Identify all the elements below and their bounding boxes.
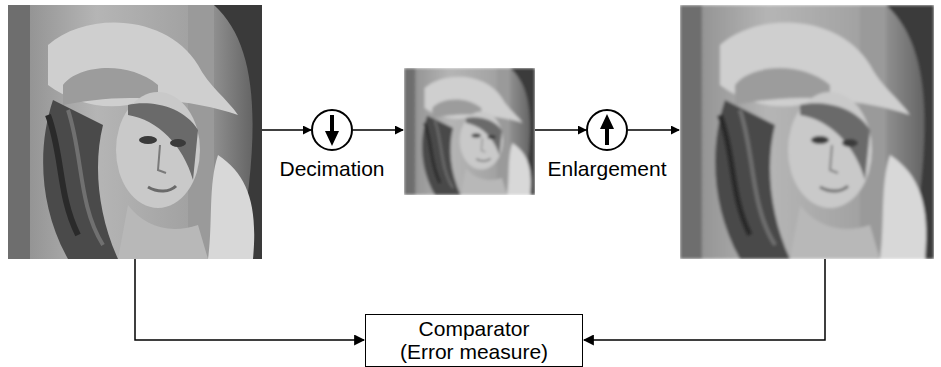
symbol-circle (312, 110, 352, 150)
symbol-circle (587, 110, 627, 150)
symbol-arrowhead (600, 114, 614, 129)
enlarged-image (680, 5, 934, 259)
feedback-wire (135, 259, 364, 340)
flow-arrow (353, 129, 403, 131)
symbol-arrowhead (325, 131, 339, 146)
feedback-wire (584, 259, 825, 340)
flow-arrow (628, 129, 679, 131)
symbol-arrow (605, 127, 609, 145)
symbol-arrow (330, 115, 334, 133)
flow-arrow (262, 129, 311, 131)
operation-label: Decimation (279, 157, 384, 180)
decimation-symbol (312, 110, 352, 150)
flow-arrow (535, 129, 586, 131)
comparator-box: Comparator (Error measure) (365, 314, 583, 367)
decimated-image (404, 68, 535, 195)
enlargement-symbol (587, 110, 627, 150)
operation-label: Enlargement (547, 157, 666, 180)
original-image (8, 5, 262, 259)
box-text: Comparator (Error measure) (394, 317, 554, 363)
